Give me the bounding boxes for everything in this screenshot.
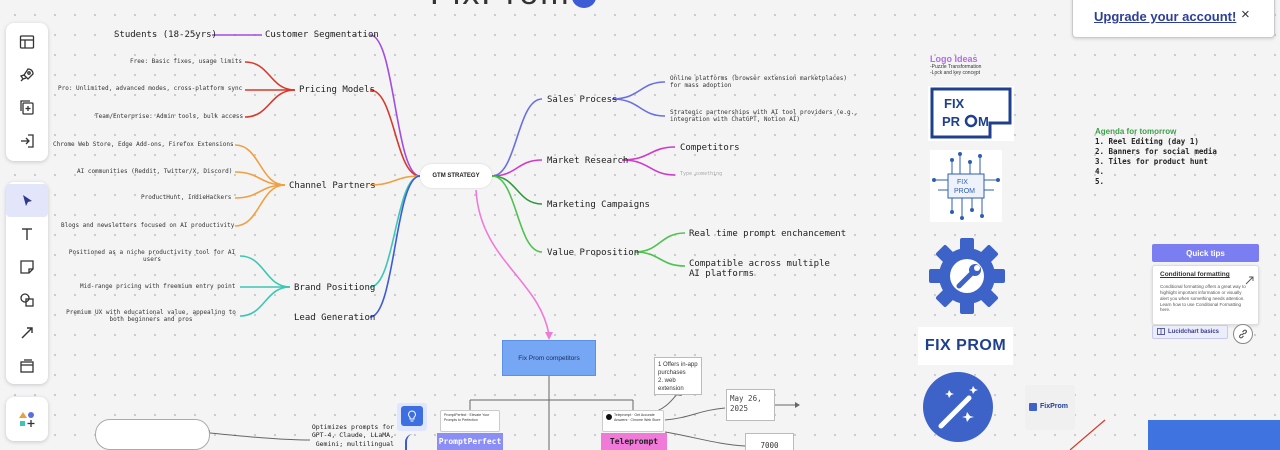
small-brand-icon (1029, 403, 1037, 411)
agenda-item-4[interactable]: 4. (1095, 167, 1105, 176)
agenda-title[interactable]: Agenda for tomorrow (1095, 127, 1177, 136)
center-node-gtm-strategy[interactable]: GTM STRATEGY (420, 164, 492, 188)
bottom-right-blue-panel[interactable] (1148, 420, 1280, 450)
upgrade-banner: Upgrade your account! × (1072, 0, 1275, 38)
top-toolbar (6, 23, 48, 161)
agenda-item-1[interactable]: 1. Reel Editing (day 1) (1095, 137, 1199, 146)
upgrade-link[interactable]: Upgrade your account! (1094, 9, 1237, 24)
logo-puzzle-image[interactable]: FIX PR M (928, 86, 1014, 141)
shapes-icon[interactable] (6, 283, 48, 316)
import-icon[interactable] (6, 124, 48, 157)
optimizes-description[interactable]: Optimizes prompts for GPT-4, Claude, LLa… (311, 423, 394, 448)
shape-library-toolbar (6, 397, 48, 441)
leaf-brand-premium[interactable]: Premium UX with educational value, appea… (66, 309, 236, 323)
line-icon[interactable] (6, 316, 48, 349)
leaf-brand-niche[interactable]: Positioned as a niche productivity tool … (68, 249, 236, 263)
leaf-pricing-free[interactable]: Free: Basic fixes, usage limits (130, 58, 242, 65)
lucidchart-basics-button[interactable]: Lucidchart basics (1152, 325, 1228, 339)
quick-tips-panel: Conditional formatting Conditional forma… (1152, 265, 1259, 325)
leaf-sales-online[interactable]: Online platforms (browser extension mark… (670, 75, 848, 89)
node-marketing-campaigns[interactable]: Marketing Campaigns (547, 200, 650, 210)
svg-text:PR: PR (942, 114, 961, 129)
leaf-channel-communities[interactable]: AI communities (Reddit, Twitter/X, Disco… (77, 168, 233, 175)
leaf-sales-partnerships[interactable]: Strategic partnerships with AI tool prov… (670, 109, 858, 123)
node-lead-generation[interactable]: Lead Generation (294, 313, 376, 323)
promptperfect-label[interactable]: PromptPerfect (437, 433, 503, 450)
logo-ideas-title[interactable]: Logo Ideas (930, 54, 978, 64)
rocket-icon[interactable] (6, 58, 48, 91)
agenda-item-5[interactable]: 5. (1095, 177, 1105, 186)
add-page-icon[interactable] (6, 91, 48, 124)
offers-note[interactable]: 1 Offers in-app purchases 2. web extensi… (654, 357, 702, 395)
leaf-channel-blogs[interactable]: Blogs and newsletters focused on AI prod… (61, 222, 235, 229)
quick-tips-expand-icon[interactable] (1245, 270, 1254, 289)
leaf-channel-stores[interactable]: Chrome Web Store, Edge Add-ons, Firefox … (53, 141, 234, 148)
logo-wordmark[interactable]: FIX PROM (918, 327, 1013, 365)
frame-icon[interactable] (6, 349, 48, 382)
svg-text:M: M (978, 114, 989, 129)
node-pricing-models[interactable]: Pricing Models (299, 85, 375, 95)
date-note[interactable]: May 26, 2025 (726, 389, 775, 421)
close-icon[interactable]: × (1241, 6, 1250, 23)
lucidchart-basics-label: Lucidchart basics (1168, 329, 1220, 335)
offers-note-text: 1 Offers in-app purchases 2. web extensi… (658, 362, 698, 393)
drawing-toolbar (6, 182, 48, 384)
promptperfect-card-text: PromptPerfect · Elevate Your Prompts to … (444, 413, 490, 422)
node-channel-partners[interactable]: Channel Partners (289, 181, 376, 191)
teleprompt-card-text: Teleprompt · Get Accurate Answers · Chro… (614, 413, 661, 422)
small-brand-tile[interactable]: FixProm (1025, 385, 1075, 430)
node-value-proposition[interactable]: Value Proposition (547, 248, 640, 258)
book-icon (1157, 327, 1165, 337)
blue-curve (405, 434, 417, 450)
leaf-channel-producthunt[interactable]: ProductHunt, IndieHackers (141, 194, 232, 201)
leaf-students[interactable]: Students (18-25yrs) (114, 30, 217, 40)
link-icon[interactable] (1233, 324, 1253, 344)
leaf-competitors[interactable]: Competitors (680, 143, 740, 153)
leaf-value-realtime[interactable]: Real time prompt enchancement (689, 229, 847, 239)
quick-tips-body: Conditional formatting offers a great wa… (1160, 284, 1246, 313)
select-icon[interactable] (6, 184, 48, 217)
shape-library-icon[interactable] (6, 403, 48, 436)
teleprompt-label[interactable]: Teleprompt (601, 433, 667, 450)
competitors-box[interactable]: Fix Prom competitors (502, 340, 596, 376)
svg-text:PROM: PROM (954, 188, 975, 195)
quick-tips-title[interactable]: Conditional formatting (1160, 271, 1230, 278)
svg-text:FIX: FIX (944, 96, 965, 111)
text-icon[interactable] (6, 217, 48, 250)
logo-idea-note-2: -Lock and key concept (930, 70, 981, 76)
logo-idea-note-1: -Puzzle Transformation (930, 64, 982, 70)
node-customer-segmentation[interactable]: Customer Segmentation (265, 30, 379, 40)
promptperfect-preview-card[interactable]: PromptPerfect · Elevate Your Prompts to … (440, 410, 500, 432)
logo-gear-image[interactable] (928, 237, 1006, 315)
lightbulb-icon (401, 406, 423, 426)
leaf-pricing-pro[interactable]: Pro: Unlimited, advanced modes, cross-pl… (58, 85, 243, 92)
node-brand-positioning[interactable]: Brand Positiong (294, 283, 376, 293)
teleprompt-preview-card[interactable]: Teleprompt · Get Accurate Answers · Chro… (602, 410, 664, 432)
teleprompt-logo-icon (606, 414, 612, 420)
leaf-brand-pricing[interactable]: Mid-range pricing with freemium entry po… (80, 283, 236, 290)
sticky-note-icon[interactable] (6, 250, 48, 283)
node-market-research[interactable]: Market Research (547, 156, 629, 166)
logo-circuit-image[interactable]: FIX PROM (930, 150, 1002, 222)
logo-magic-wand-image[interactable] (923, 372, 993, 442)
leaf-type-something[interactable]: Type something (680, 171, 723, 177)
lightbulb-card[interactable] (397, 403, 427, 431)
leaf-value-compatible[interactable]: Compatible across multiple AI platforms (689, 259, 830, 280)
count-note[interactable]: 7000 (745, 433, 794, 450)
document-title-fragment: FixProm (430, 0, 571, 13)
title-logo-mark (572, 0, 596, 8)
table-icon[interactable] (6, 25, 48, 58)
small-brand-label: FixProm (1040, 403, 1069, 410)
agenda-item-3[interactable]: 3. Tiles for product hunt (1095, 157, 1208, 166)
leaf-pricing-team[interactable]: Team/Enterprise: Admin tools, bulk acces… (95, 113, 244, 120)
quick-tips-button[interactable]: Quick tips (1152, 244, 1259, 262)
agenda-item-2[interactable]: 2. Banners for social media (1095, 147, 1217, 156)
empty-rounded-shape[interactable] (95, 419, 210, 450)
svg-text:FIX: FIX (957, 179, 968, 186)
node-sales-process[interactable]: Sales Process (547, 95, 618, 105)
